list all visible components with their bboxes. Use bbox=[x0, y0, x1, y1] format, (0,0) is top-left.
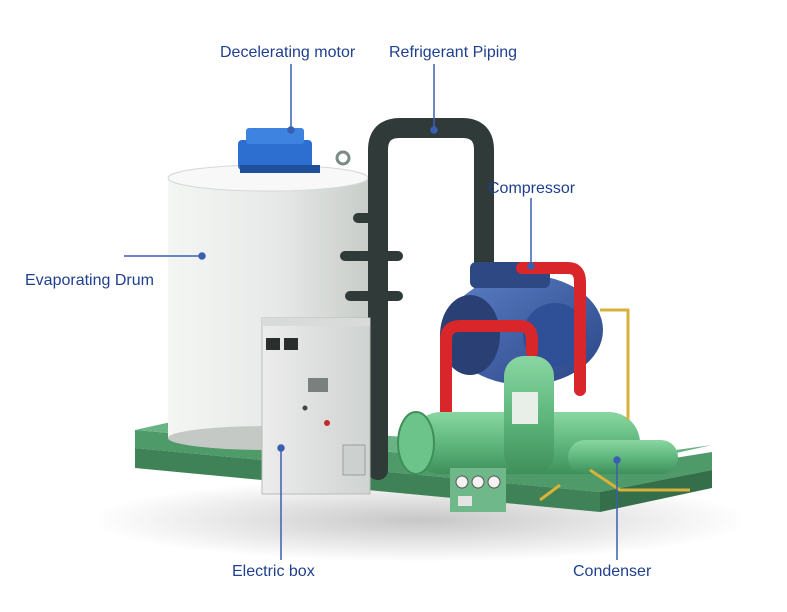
label-electric-box: Electric box bbox=[232, 563, 315, 580]
label-refrigerant-piping: Refrigerant Piping bbox=[389, 44, 518, 61]
compressor bbox=[440, 262, 603, 385]
condenser-vessel bbox=[397, 411, 678, 475]
label-decelerating-motor: Decelerating motor bbox=[220, 44, 356, 61]
label-compressor: Compressor bbox=[488, 180, 576, 197]
decelerating-motor bbox=[238, 128, 351, 173]
label-evaporating-drum: Evaporating Drum bbox=[25, 272, 154, 289]
electric-box-cabinet bbox=[261, 317, 371, 495]
leader-lines bbox=[124, 64, 621, 560]
receiver-tank bbox=[504, 356, 554, 474]
red-pipes bbox=[440, 262, 586, 426]
gauge-panel bbox=[450, 468, 506, 512]
label-condenser: Condenser bbox=[573, 563, 652, 580]
copper-tubing bbox=[539, 308, 690, 502]
